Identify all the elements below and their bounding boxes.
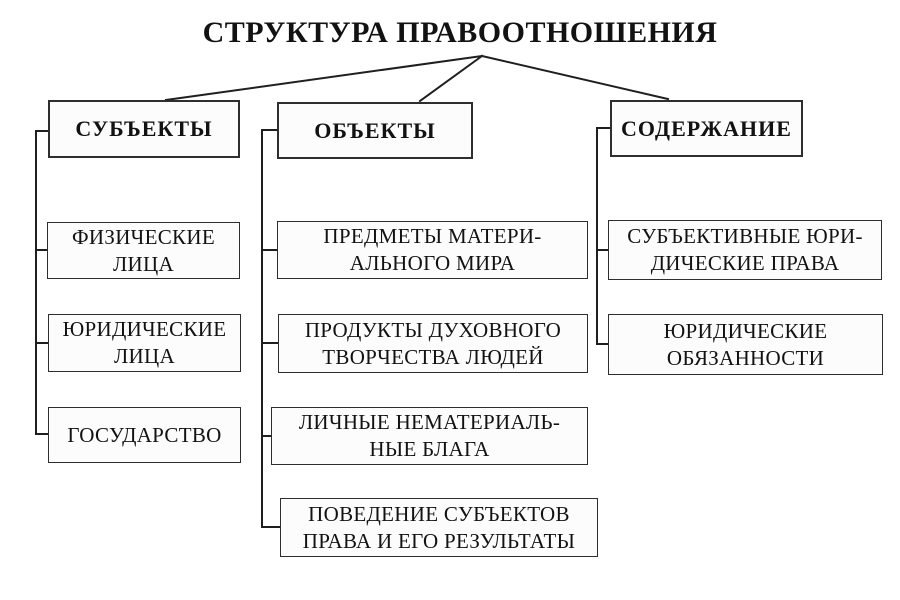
node-legal-obligations: ЮРИДИЧЕСКИЕ ОБЯЗАННОСТИ	[608, 314, 883, 375]
node-label-line: ПРОДУКТЫ ДУХОВНОГО	[304, 317, 562, 342]
node-label-line: ПОВЕДЕНИЕ СУБЪЕКТОВ	[308, 501, 570, 526]
node-label: ОБЪЕКТЫ	[314, 117, 436, 143]
node-objects: ОБЪЕКТЫ	[277, 102, 473, 159]
node-label-line: АЛЬНОГО МИРА	[349, 251, 516, 275]
node-label-line: ЮРИДИЧЕСКИЕ	[62, 317, 227, 341]
node-label-line: ЛИЦА	[114, 344, 175, 368]
node-label-line: ПРАВА И ЕГО РЕЗУЛЬТАТЫ	[302, 528, 576, 553]
node-subjects: СУБЪЕКТЫ	[48, 100, 240, 158]
node-label-line: ФИЗИЧЕСКИЕ	[72, 224, 215, 249]
node-label-line: ЛИЦА	[113, 251, 174, 276]
node-state: ГОСУДАРСТВО	[48, 407, 241, 463]
node-label: СОДЕРЖАНИЕ	[621, 115, 792, 141]
content-branch-line	[596, 127, 611, 345]
node-label-line: ДИЧЕСКИЕ ПРАВА	[650, 251, 840, 275]
node-personal-intangible-benefits: ЛИЧНЫЕ НЕМАТЕРИАЛЬ- НЫЕ БЛАГА	[271, 407, 588, 465]
node-label-line: НЫЕ БЛАГА	[369, 437, 490, 461]
node-subjects-behavior-results: ПОВЕДЕНИЕ СУБЪЕКТОВ ПРАВА И ЕГО РЕЗУЛЬТА…	[280, 498, 598, 557]
node-label-line: ЮРИДИЧЕСКИЕ	[663, 318, 828, 343]
title-to-objects-line	[418, 54, 484, 103]
node-legal-persons: ЮРИДИЧЕСКИЕ ЛИЦА	[48, 314, 241, 372]
objects-branch-line	[261, 129, 281, 528]
node-content: СОДЕРЖАНИЕ	[610, 100, 803, 157]
subjects-branch-line	[35, 130, 49, 435]
node-label-line: СУБЪЕКТИВНЫЕ ЮРИ-	[627, 224, 863, 248]
diagram-title: СТРУКТУРА ПРАВООТНОШЕНИЯ	[202, 16, 718, 49]
node-physical-persons: ФИЗИЧЕСКИЕ ЛИЦА	[47, 222, 240, 279]
node-label-line: ОБЯЗАННОСТИ	[666, 345, 825, 370]
title-to-subjects-line	[164, 54, 484, 102]
node-label-line: ЛИЧНЫЕ НЕМАТЕРИАЛЬ-	[298, 410, 561, 434]
title-to-content-line	[480, 54, 670, 101]
node-subjective-legal-rights: СУБЪЕКТИВНЫЕ ЮРИ- ДИЧЕСКИЕ ПРАВА	[608, 220, 882, 280]
node-label: СУБЪЕКТЫ	[75, 116, 213, 141]
node-label-line: ГОСУДАРСТВО	[67, 422, 222, 447]
node-label-line: ПРЕДМЕТЫ МАТЕРИ-	[323, 224, 542, 248]
node-spiritual-creativity-products: ПРОДУКТЫ ДУХОВНОГО ТВОРЧЕСТВА ЛЮДЕЙ	[278, 314, 588, 373]
node-material-world-items: ПРЕДМЕТЫ МАТЕРИ- АЛЬНОГО МИРА	[277, 221, 588, 279]
node-label-line: ТВОРЧЕСТВА ЛЮДЕЙ	[322, 344, 544, 369]
